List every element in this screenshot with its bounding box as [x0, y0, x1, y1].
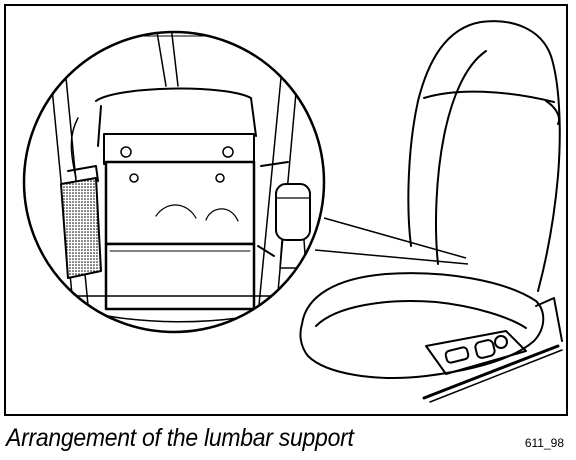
callout-lines [314, 217, 469, 265]
car-seat [299, 20, 563, 403]
figure-caption: Arrangement of the lumbar support [6, 424, 354, 452]
lumbar-support-illustration [22, 20, 563, 403]
figure-code: 611_98 [524, 436, 564, 450]
illustration-frame [4, 4, 568, 416]
detail-circle [22, 30, 326, 334]
